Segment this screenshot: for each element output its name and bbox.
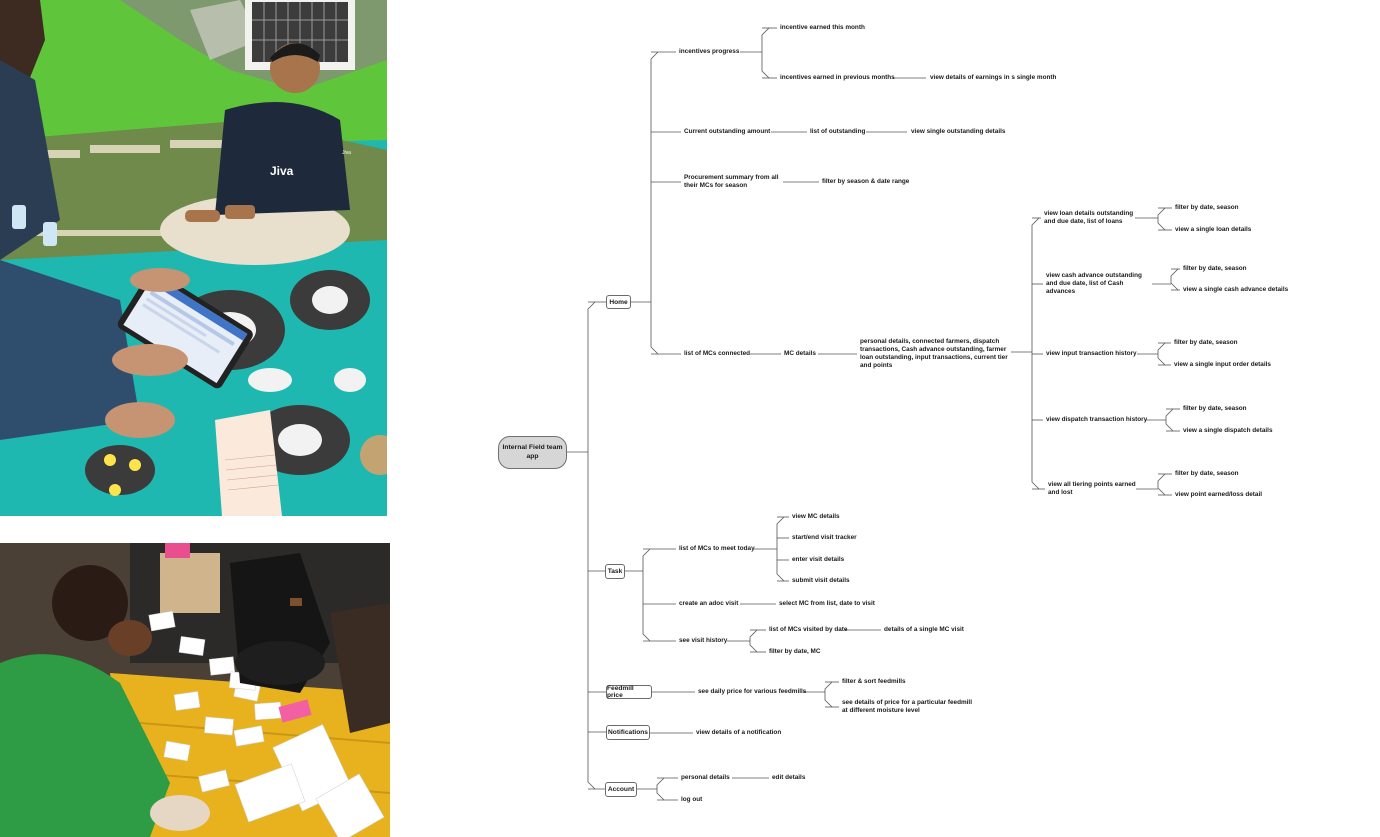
node-procurement-filter: filter by season & date range	[822, 178, 910, 185]
node-single-visit: details of a single MC visit	[884, 626, 964, 633]
node-outstanding-list: list of outstanding	[810, 128, 866, 135]
node-outstanding-single: view single outstanding details	[911, 128, 1006, 135]
node-adhoc-visit: create an adoc visit	[679, 600, 739, 607]
section-home: Home	[606, 295, 631, 309]
node-log-out: log out	[681, 796, 703, 803]
node-loan-filter: filter by date, season	[1175, 204, 1239, 211]
node-filter-sort-feedmills: filter & sort feedmills	[842, 678, 906, 685]
node-dispatch-filter: filter by date, season	[1183, 405, 1247, 412]
node-incentives-progress: incentives progress	[679, 48, 740, 55]
node-tiering-points: view all tiering points earned and lost	[1048, 481, 1136, 496]
field-photo-card-sorting	[0, 543, 390, 837]
node-visit-tracker: start/end visit tracker	[792, 534, 857, 541]
root-node-app: Internal Field team app	[498, 436, 567, 469]
node-incentive-this-month: incentive earned this month	[780, 24, 865, 31]
node-cash-filter: filter by date, season	[1183, 265, 1247, 272]
node-daily-price: see daily price for various feedmills	[698, 688, 807, 695]
node-loan-details: view loan details outstanding and due da…	[1044, 210, 1134, 225]
field-photo-card-sorting-illustration	[0, 543, 390, 837]
node-enter-visit: enter visit details	[792, 556, 845, 563]
node-edit-details: edit details	[772, 774, 806, 781]
node-input-single: view a single input order details	[1174, 361, 1271, 368]
shirt-badge: Jiva	[342, 150, 351, 156]
node-mc-details-desc: personal details, connected farmers, dis…	[860, 338, 1008, 369]
shirt-logo: Jiva	[270, 164, 294, 178]
node-incentives-previous: incentives earned in previous months	[780, 74, 895, 81]
node-adhoc-select: select MC from list, date to visit	[779, 600, 875, 607]
node-mc-details: MC details	[784, 350, 816, 357]
section-task: Task	[605, 564, 625, 579]
node-price-details: see details of price for a particular fe…	[842, 699, 972, 714]
node-dispatch-history: view dispatch transaction history	[1046, 416, 1148, 423]
node-personal-details: personal details	[681, 774, 730, 781]
node-tiering-filter: filter by date, season	[1175, 470, 1239, 477]
node-input-history: view input transaction history	[1046, 350, 1137, 357]
node-dispatch-single: view a single dispatch details	[1183, 427, 1273, 434]
node-filter-date-mc: filter by date, MC	[769, 648, 821, 655]
node-view-mc-details: view MC details	[792, 513, 840, 520]
node-cash-single: view a single cash advance details	[1183, 286, 1289, 293]
node-input-filter: filter by date, season	[1174, 339, 1238, 346]
node-incentives-month-detail: view details of earnings in s single mon…	[930, 74, 1057, 81]
node-submit-visit: submit visit details	[792, 577, 850, 584]
node-mcs-meet-today: list of MCs to meet today	[679, 545, 755, 552]
node-notification-detail: view details of a notification	[696, 729, 782, 736]
node-visited-by-date: list of MCs visited by date	[769, 626, 848, 633]
section-notifications: Notifications	[606, 725, 650, 740]
node-tiering-single: view point earned/loss detail	[1175, 491, 1263, 498]
section-feedmill-price: Feedmill price	[606, 685, 652, 699]
field-photo-tablet-illustration: Jiva Jiva	[0, 0, 387, 516]
node-visit-history: see visit history	[679, 637, 728, 644]
field-photo-tablet: Jiva Jiva	[0, 0, 387, 516]
node-current-outstanding: Current outstanding amount	[684, 128, 771, 135]
section-account: Account	[605, 782, 637, 797]
node-cash-advance: view cash advance outstanding and due da…	[1046, 272, 1142, 295]
node-mcs-connected: list of MCs connected	[684, 350, 751, 357]
node-procurement-summary: Procurement summary from all their MCs f…	[684, 174, 779, 189]
node-loan-single: view a single loan details	[1175, 226, 1252, 233]
